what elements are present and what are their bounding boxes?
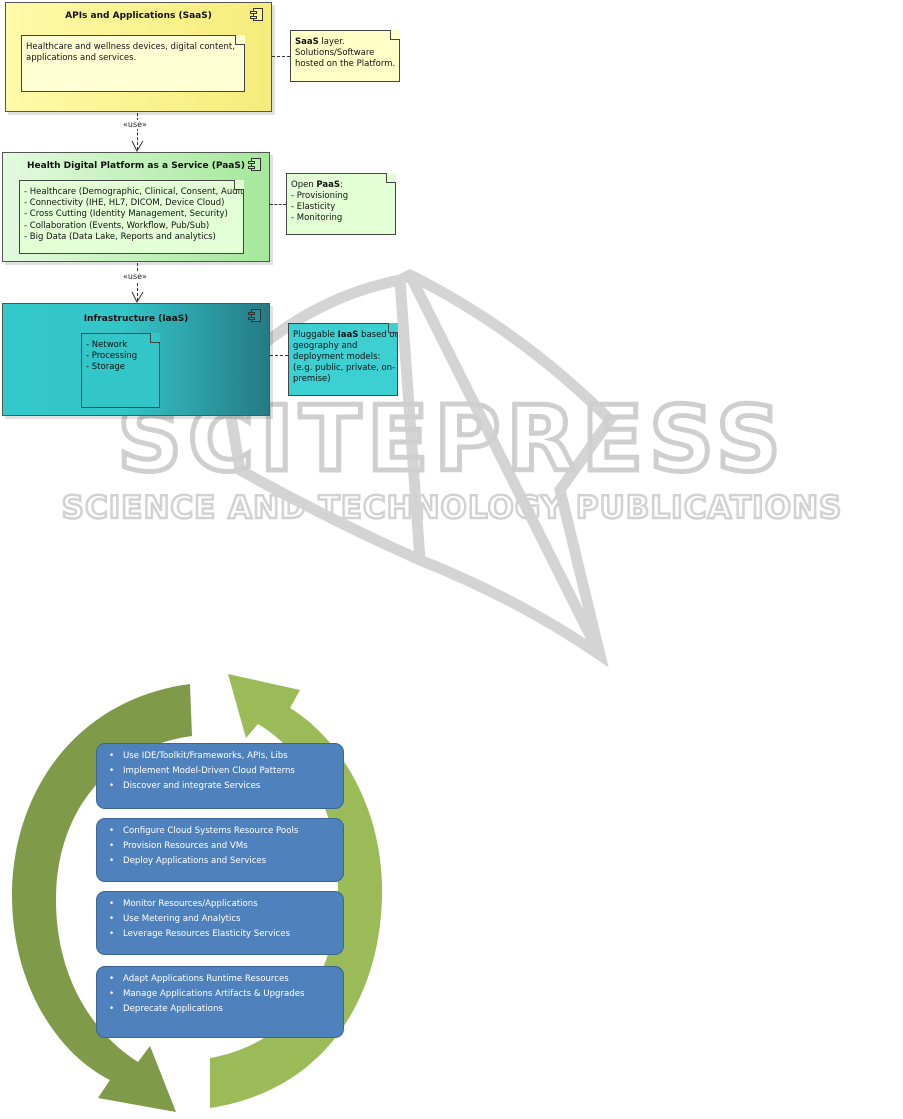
stage-item: Use IDE/Toolkit/Frameworks, APIs, Libs [109,749,343,764]
stage-item: Use Metering and Analytics [109,912,343,927]
stage-item: Leverage Resources Elasticity Services [109,927,343,942]
iaas-inner-line: - Processing [86,351,138,361]
dependency-arrowhead-icon [131,291,144,303]
stage-item: Deprecate Applications [109,1002,343,1017]
paas-title: Health Digital Platform as a Service (Pa… [27,161,245,171]
iaas-note-line: (e.g. public, private, on- [293,363,396,373]
stage-item: Manage Applications Artifacts & Upgrades [109,987,343,1002]
iaas-component: Infrastructure (IaaS) - Network - Proces… [2,303,270,416]
note-fold [150,333,160,343]
use-label: «use» [123,120,147,129]
iaas-title: Infrastructure (IaaS) [83,314,189,324]
stage-item: Implement Model-Driven Cloud Patterns [109,764,343,779]
lifecycle-stage-develop: Use IDE/Toolkit/Frameworks, APIs, Libs I… [96,743,344,809]
paas-inner-line: - Cross Cutting (Identity Management, Se… [24,209,228,220]
saas-inner-line: Healthcare and wellness devices, digital… [26,42,235,52]
saas-note-line: hosted on the Platform. [295,59,396,69]
use-label: «use» [123,272,147,281]
iaas-note-line: deployment models: [293,352,381,362]
paas-note-link [270,204,286,205]
stage-item: Adapt Applications Runtime Resources [109,972,343,987]
left-cycle-arrow [11,684,192,1112]
paas-note-line: - Elasticity [291,202,336,212]
note-fold [235,35,245,45]
paas-component: Health Digital Platform as a Service (Pa… [2,152,270,262]
component-icon [248,158,261,171]
iaas-side-note: Pluggable IaaS based on geography and de… [288,323,398,396]
iaas-note-bold: IaaS [337,330,359,340]
stage-item: Monitor Resources/Applications [109,897,343,912]
paas-inner-line: - Collaboration (Events, Workflow, Pub/S… [24,220,210,231]
iaas-inner-line: - Storage [86,362,126,372]
watermark-book-logo [219,268,618,668]
saas-note-bold: SaaS [295,37,319,47]
stage-item: Deploy Applications and Services [109,854,343,869]
saas-title: APIs and Applications (SaaS) [65,11,212,21]
note-fold [386,173,396,183]
saas-side-note: SaaS layer. Solutions/Software hosted on… [290,30,400,82]
lifecycle-cycle-arrows [11,674,383,1112]
saas-note-link [272,56,290,57]
lifecycle-stage-deploy: Configure Cloud Systems Resource Pools P… [96,818,344,882]
paas-inner-line: - Healthcare (Demographic, Clinical, Con… [24,187,247,197]
paas-note-line: - Provisioning [291,191,349,201]
component-icon [250,8,263,21]
use-dependency-line [137,113,138,150]
iaas-note-prefix: Pluggable [293,330,338,340]
watermark-tagline: SCIENCE AND TECHNOLOGY PUBLICATIONS [62,490,843,526]
note-fold [390,30,400,40]
stage-item: Configure Cloud Systems Resource Pools [109,824,343,839]
dependency-arrowhead-icon [131,140,144,152]
iaas-note-suffix: based on [358,330,400,340]
paas-inner-line: - Big Data (Data Lake, Reports and analy… [24,231,216,242]
saas-component: APIs and Applications (SaaS) Healthcare … [5,2,272,112]
paas-note-bold: PaaS [316,180,341,190]
paas-note-prefix: Open [291,180,317,190]
saas-note-line: Solutions/Software [295,48,375,58]
iaas-note-link [270,355,288,356]
note-fold [234,180,244,190]
paas-note-line: - Monitoring [291,213,343,223]
stage-item: Discover and integrate Services [109,779,343,794]
use-dependency-line [137,263,138,301]
saas-inner-note: Healthcare and wellness devices, digital… [21,35,245,92]
component-icon [248,309,261,322]
saas-note-rest: layer. [318,37,345,47]
paas-note-suffix: : [340,180,343,190]
paas-side-note: Open PaaS: - Provisioning - Elasticity -… [286,173,396,235]
iaas-inner-line: - Network [86,340,128,350]
iaas-note-line: premise) [293,374,331,384]
iaas-note-line: geography and [293,341,358,351]
saas-inner-line: applications and services. [26,53,137,63]
lifecycle-stage-adapt: Adapt Applications Runtime Resources Man… [96,966,344,1038]
paas-inner-line: - Connectivity (IHE, HL7, DICOM, Device … [24,198,225,209]
paas-inner-note: - Healthcare (Demographic, Clinical, Con… [19,180,244,254]
note-fold [388,323,398,333]
lifecycle-stage-monitor: Monitor Resources/Applications Use Meter… [96,891,344,955]
stage-item: Provision Resources and VMs [109,839,343,854]
iaas-inner-note: - Network - Processing - Storage [81,333,160,408]
